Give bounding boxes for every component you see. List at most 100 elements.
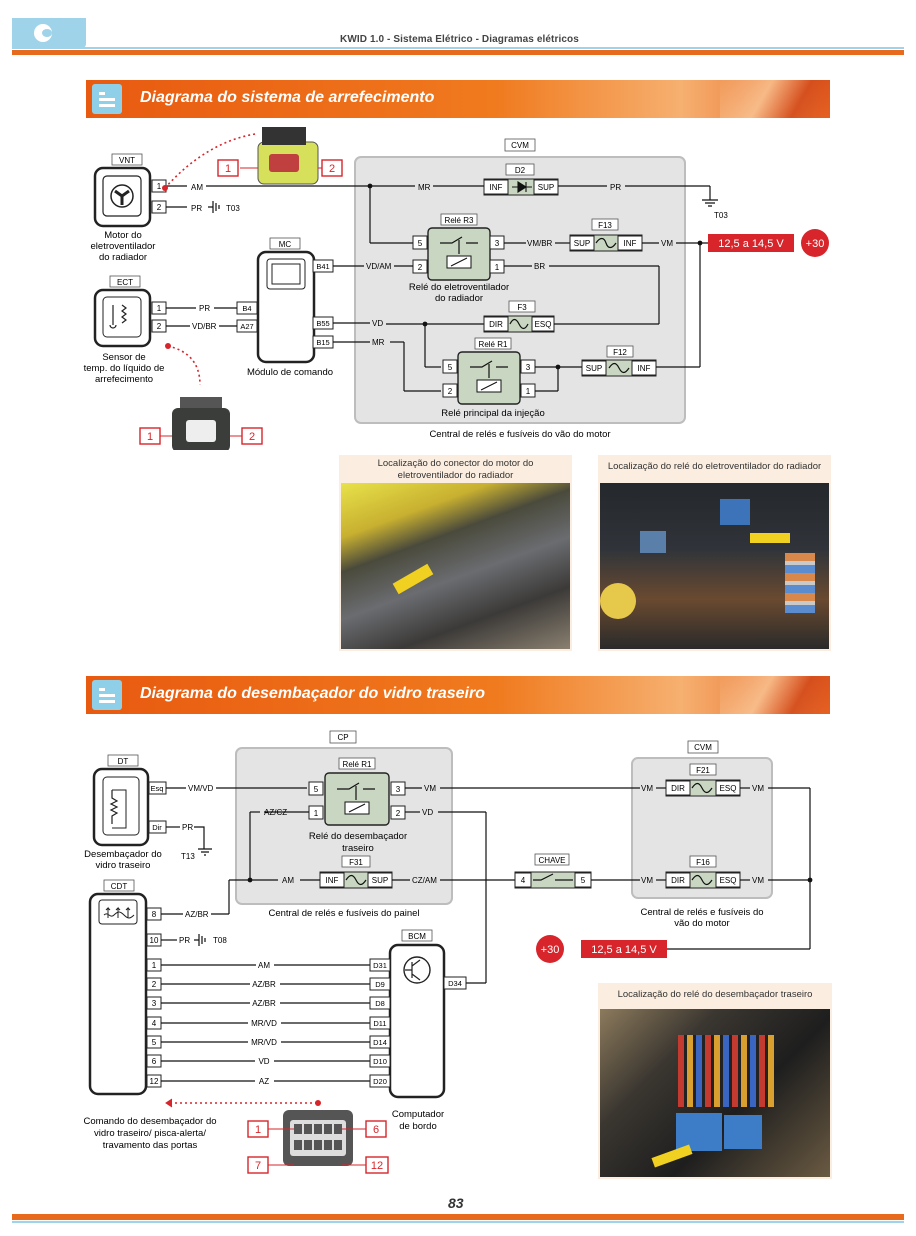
svg-text:VD: VD — [422, 808, 433, 817]
section-band-cooling: Diagrama do sistema de arrefecimento — [86, 80, 830, 118]
running-header: KWID 1.0 - Sistema Elétrico - Diagramas … — [340, 34, 579, 45]
svg-text:F31: F31 — [349, 858, 363, 867]
defroster-wiring-diagram: CP Central de relés e fusíveis do painel… — [83, 730, 813, 1174]
svg-text:5: 5 — [152, 1038, 157, 1047]
section-title-defroster: Diagrama do desembaçador do vidro trasei… — [140, 685, 485, 702]
svg-text:DT: DT — [118, 757, 129, 766]
arrow-icon — [750, 533, 790, 543]
svg-text:DIR: DIR — [489, 320, 503, 329]
svg-text:CP: CP — [337, 733, 348, 742]
svg-text:2: 2 — [157, 322, 162, 331]
page-number: 83 — [448, 1195, 464, 1211]
svg-text:5: 5 — [581, 876, 586, 885]
svg-text:12,5 a 14,5 V: 12,5 a 14,5 V — [718, 238, 784, 250]
svg-text:5: 5 — [418, 239, 423, 248]
svg-text:Relé R1: Relé R1 — [479, 340, 508, 349]
svg-text:12,5 a 14,5 V: 12,5 a 14,5 V — [591, 944, 657, 956]
svg-text:T03: T03 — [226, 204, 240, 213]
svg-text:eletroventilador: eletroventilador — [91, 241, 156, 252]
svg-text:ECT: ECT — [117, 278, 133, 287]
publisher-logo — [12, 18, 86, 48]
svg-text:F16: F16 — [696, 858, 710, 867]
svg-text:B15: B15 — [316, 338, 329, 347]
svg-text:SUP: SUP — [538, 183, 554, 192]
svg-text:2: 2 — [418, 263, 423, 272]
svg-text:Desembaçador do: Desembaçador do — [84, 849, 162, 860]
svg-text:CHAVE: CHAVE — [539, 856, 566, 865]
svg-text:+30: +30 — [806, 238, 825, 250]
transistor-icon — [403, 956, 431, 984]
svg-text:2: 2 — [157, 203, 162, 212]
svg-text:AZ/BR: AZ/BR — [252, 980, 276, 989]
svg-text:Central de relés e fusíveis do: Central de relés e fusíveis do — [640, 907, 763, 918]
svg-text:Relé R1: Relé R1 — [343, 760, 372, 769]
svg-text:T03: T03 — [714, 211, 728, 220]
svg-text:AZ/BR: AZ/BR — [185, 910, 209, 919]
svg-text:vidro traseiro/ pisca-alerta/: vidro traseiro/ pisca-alerta/ — [94, 1128, 206, 1139]
svg-text:8: 8 — [152, 910, 157, 919]
svg-text:VM/VD: VM/VD — [188, 784, 214, 793]
cvm-tag: CVM — [511, 141, 529, 150]
svg-text:1: 1 — [526, 387, 531, 396]
svg-text:PR: PR — [199, 304, 210, 313]
svg-text:Módulo de comando: Módulo de comando — [247, 367, 333, 378]
svg-text:12: 12 — [150, 1077, 159, 1086]
svg-text:2: 2 — [329, 163, 335, 175]
fan-icon — [110, 184, 134, 208]
svg-text:BCM: BCM — [408, 932, 426, 941]
svg-text:MC: MC — [279, 240, 292, 249]
svg-text:VM: VM — [424, 784, 436, 793]
svg-text:arrefecimento: arrefecimento — [95, 374, 153, 385]
svg-text:BR: BR — [534, 262, 545, 271]
svg-text:CDT: CDT — [111, 882, 128, 891]
svg-text:1: 1 — [152, 961, 157, 970]
footer-rule-blue — [12, 1221, 904, 1223]
svg-text:6: 6 — [152, 1057, 157, 1066]
header-rule-orange — [12, 50, 904, 55]
svg-text:VM: VM — [641, 876, 653, 885]
arrow-icon — [392, 563, 434, 595]
svg-text:travamento das portas: travamento das portas — [103, 1140, 198, 1151]
svg-text:2: 2 — [448, 387, 453, 396]
svg-text:Motor do: Motor do — [104, 230, 142, 241]
svg-text:VD: VD — [372, 319, 383, 328]
svg-text:VM: VM — [641, 784, 653, 793]
svg-text:+30: +30 — [541, 944, 560, 956]
section-band-defroster: Diagrama do desembaçador do vidro trasei… — [86, 676, 830, 714]
svg-text:A27: A27 — [240, 322, 253, 331]
thermometer-icon — [109, 304, 127, 329]
photo-card-relay: Localização do relé do eletroventilador … — [598, 455, 831, 651]
voltage-label-2 — [581, 940, 667, 958]
cdt-bcm-wires: 1 2 3 4 5 6 12 AM AZ/BR AZ/BR MR/VD MR/V… — [146, 958, 370, 1088]
svg-text:D9: D9 — [375, 980, 385, 989]
svg-text:ESQ: ESQ — [535, 320, 552, 329]
photo-fuse-box — [600, 483, 829, 649]
voltage-label — [708, 234, 794, 252]
svg-text:D31: D31 — [373, 961, 387, 970]
photo-caption-defroster-relay: Localização do relé do desembaçador tras… — [617, 989, 813, 1000]
diagram-icon — [92, 680, 122, 710]
svg-text:CVM: CVM — [694, 743, 712, 752]
svg-text:Comando do desembaçador do: Comando do desembaçador do — [83, 1116, 216, 1127]
diagram-icon — [92, 84, 122, 114]
svg-text:D11: D11 — [373, 1019, 386, 1028]
svg-text:AZ: AZ — [259, 1077, 269, 1086]
svg-text:AM: AM — [191, 183, 203, 192]
svg-text:CZ/AM: CZ/AM — [412, 876, 437, 885]
svg-text:4: 4 — [521, 876, 526, 885]
arrow-icon — [651, 1144, 693, 1168]
svg-text:Computador: Computador — [392, 1109, 444, 1120]
svg-text:2: 2 — [396, 809, 401, 818]
svg-text:3: 3 — [152, 999, 157, 1008]
defrost-icon — [103, 906, 135, 919]
svg-text:SUP: SUP — [372, 876, 388, 885]
plus30-badge-2 — [536, 935, 564, 963]
svg-text:4: 4 — [152, 1019, 157, 1028]
svg-text:2: 2 — [152, 980, 157, 989]
svg-text:DIR: DIR — [671, 784, 685, 793]
svg-text:Relé principal da injeção: Relé principal da injeção — [441, 408, 545, 419]
relay-defroster — [324, 772, 390, 826]
svg-text:ESQ: ESQ — [720, 876, 737, 885]
svg-text:D8: D8 — [375, 999, 385, 1008]
svg-text:Sensor de: Sensor de — [102, 352, 145, 363]
